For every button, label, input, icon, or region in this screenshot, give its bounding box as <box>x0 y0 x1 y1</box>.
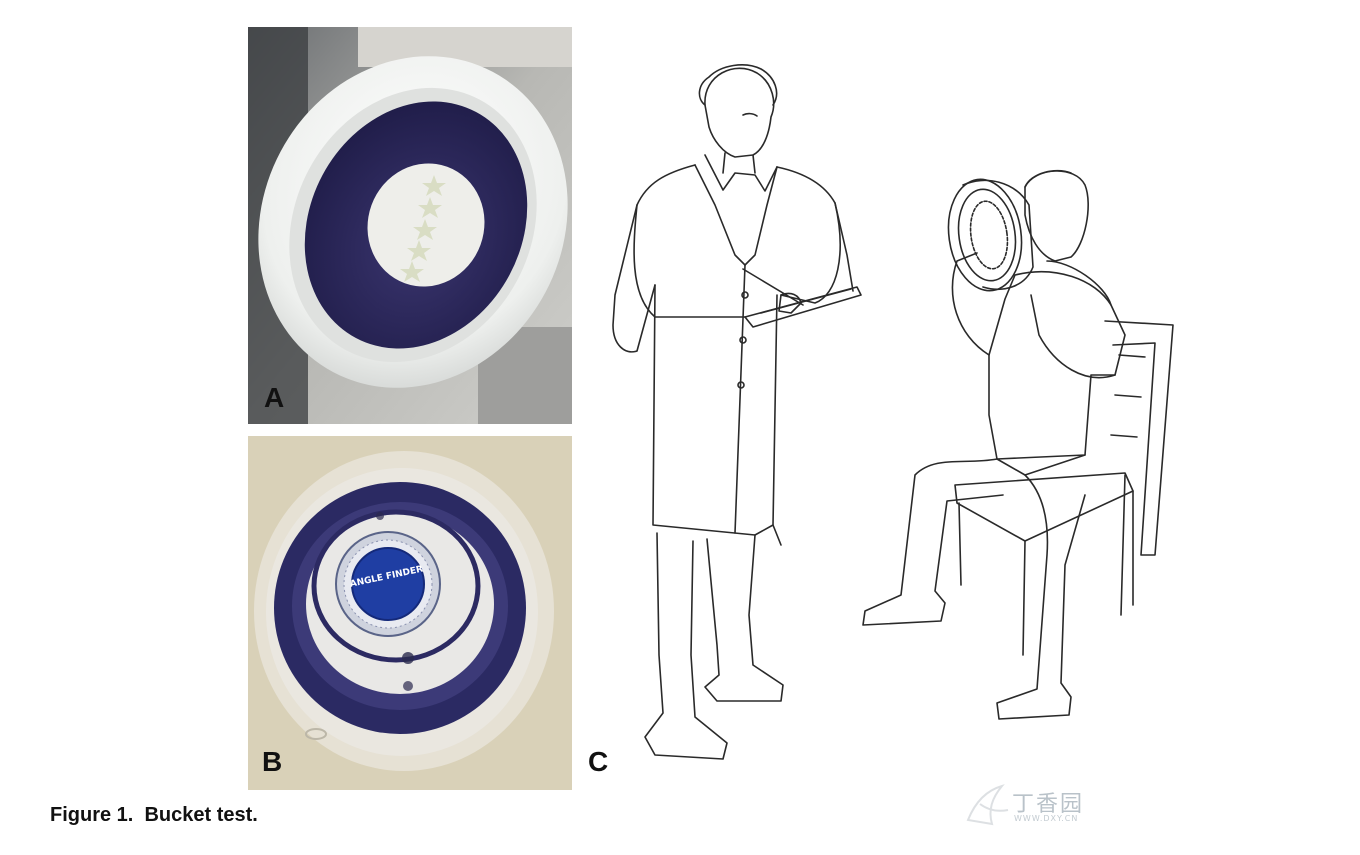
bucket-photo-illustration <box>248 27 572 424</box>
watermark-url: WWW.DXY.CN <box>1014 814 1079 823</box>
panel-c-line-drawing <box>585 55 1185 780</box>
panel-b-label: B <box>262 746 283 777</box>
figure-caption: Figure 1. Bucket test. <box>50 804 258 826</box>
panel-b-bucket-bottom-photo: ANGLE FINDER <box>248 436 572 790</box>
angle-finder-illustration: ANGLE FINDER <box>248 436 572 790</box>
examiner-and-subject-illustration <box>612 64 1174 760</box>
watermark-text: 丁香园 <box>1012 792 1085 817</box>
panel-c-label: C <box>588 746 609 777</box>
watermark-logo-icon <box>966 784 1009 826</box>
panel-a-bucket-photo <box>248 27 572 424</box>
panel-a-label: A <box>264 382 285 413</box>
